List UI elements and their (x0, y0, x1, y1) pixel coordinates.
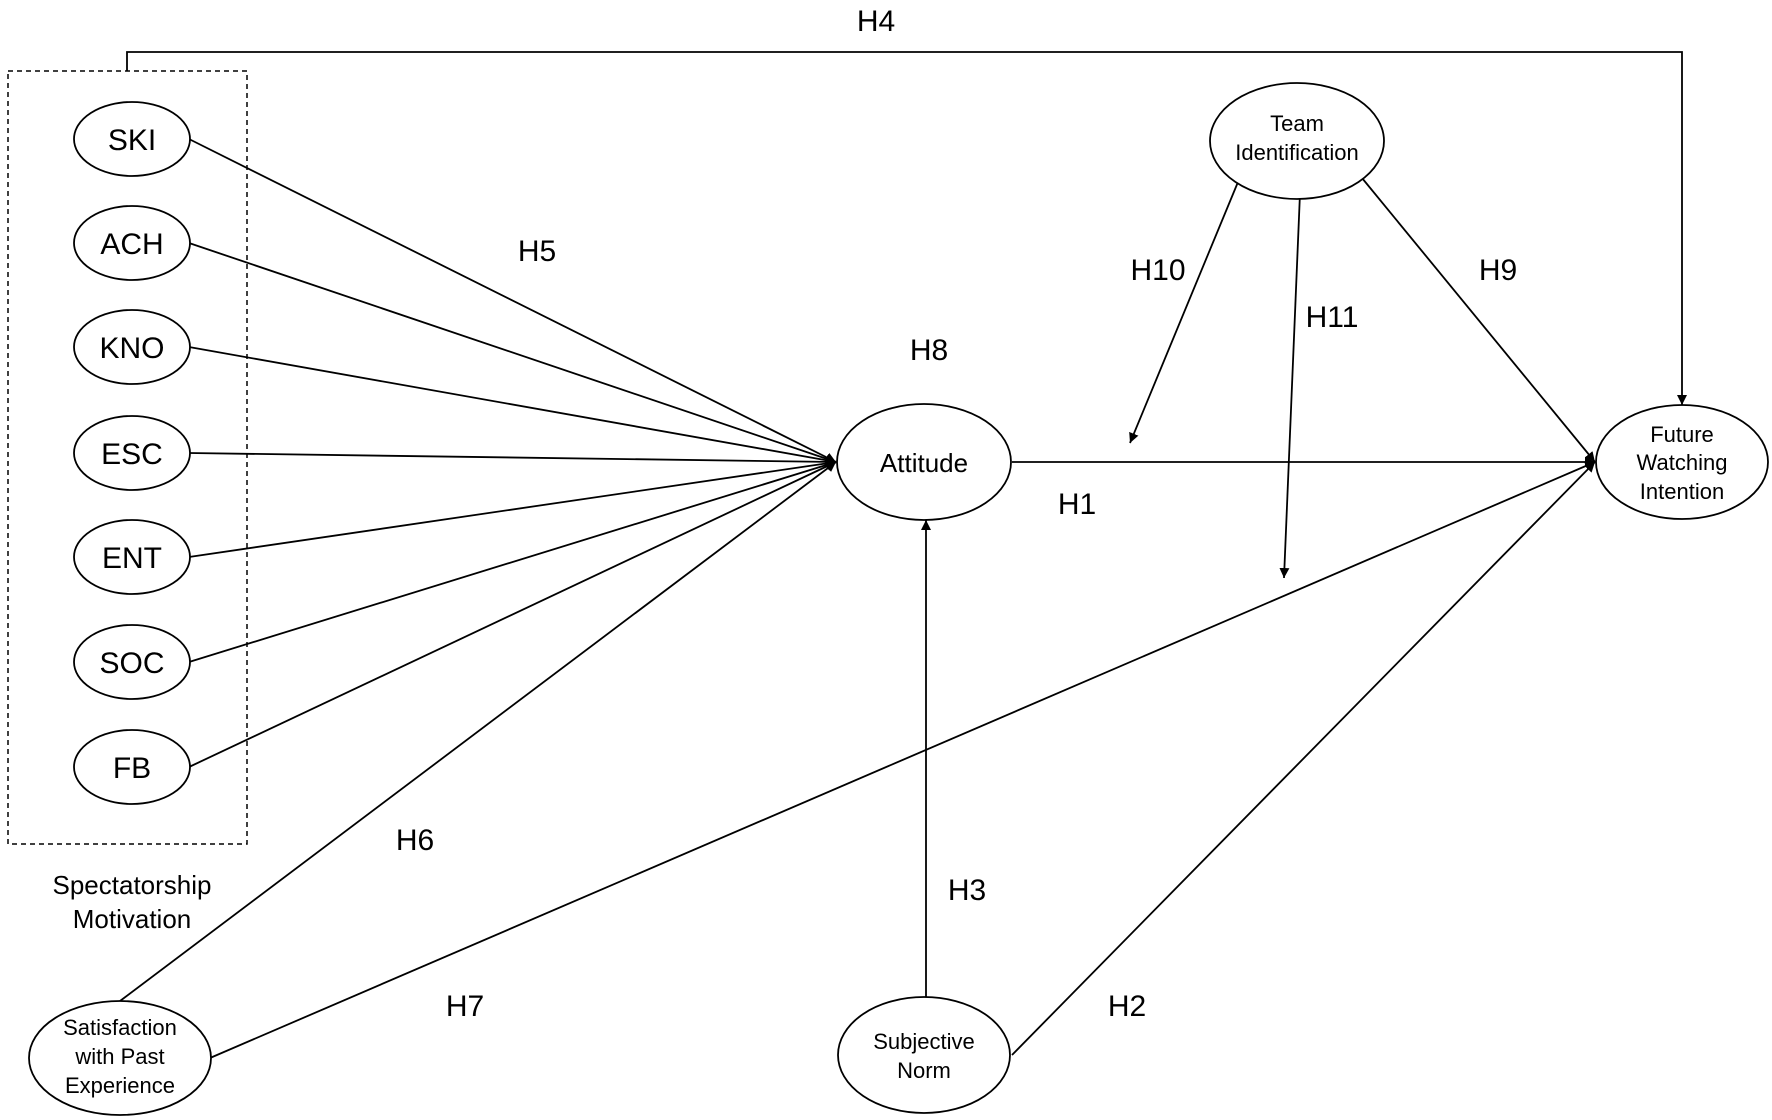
hypothesis-h6: H6 (396, 824, 434, 857)
node-attitude (836, 403, 1012, 521)
edge-satisfaction-attitude (119, 461, 837, 1002)
hypothesis-h7: H7 (446, 990, 484, 1023)
node-future-watching-intention-label-3: Intention (1640, 479, 1724, 504)
node-future-watching-intention-label-2: Watching (1637, 450, 1728, 475)
node-ski-label: SKI (108, 124, 156, 157)
node-ent-label: ENT (102, 542, 162, 575)
hypothesis-h4: H4 (857, 5, 895, 38)
node-satisfaction-label-1: Satisfaction (63, 1015, 177, 1040)
group-label-line2: Motivation (73, 904, 192, 934)
edge-fb-attitude (188, 461, 837, 768)
node-esc (73, 415, 191, 491)
node-esc-label: ESC (101, 438, 163, 471)
edge-norm-intention (1011, 461, 1596, 1056)
node-subjective-norm-label-2: Norm (897, 1058, 951, 1083)
hypothesis-h10: H10 (1130, 254, 1185, 287)
node-team-identification (1209, 82, 1385, 200)
node-fb-label: FB (113, 752, 151, 785)
node-fb (73, 729, 191, 805)
hypothesis-h9: H9 (1479, 254, 1517, 287)
edge-teamid-moderation-h10 (1129, 181, 1239, 444)
node-future-watching-intention-label-1: Future (1650, 422, 1714, 447)
edge-kno-attitude (188, 346, 837, 466)
node-satisfaction-past-experience (28, 1000, 212, 1116)
node-soc-label: SOC (99, 647, 164, 680)
node-soc (73, 624, 191, 700)
hypothesis-h1: H1 (1058, 488, 1096, 521)
edge-ent-attitude (188, 458, 837, 558)
node-ach (73, 205, 191, 281)
group-label-line1: Spectatorship (53, 870, 212, 900)
edge-esc-attitude (188, 452, 837, 467)
edge-teamid-intention (1361, 177, 1596, 463)
edge-motivation-intention (126, 51, 1687, 405)
node-team-identification-label-2: Identification (1235, 140, 1359, 165)
edge-ski-attitude (188, 138, 837, 463)
node-kno-label: KNO (99, 332, 164, 365)
node-attitude-label: Attitude (880, 448, 968, 478)
node-satisfaction-label-3: Experience (65, 1073, 175, 1098)
node-satisfaction-label-2: with Past (74, 1044, 164, 1069)
node-subjective-norm-label-1: Subjective (873, 1029, 975, 1054)
edge-soc-attitude (188, 460, 837, 663)
hypothesis-h3: H3 (948, 874, 986, 907)
node-future-watching-intention (1595, 404, 1769, 520)
edge-satisfaction-intention (209, 461, 1596, 1059)
node-team-identification-label-1: Team (1270, 111, 1324, 136)
node-ski (73, 101, 191, 177)
hypothesis-h11: H11 (1306, 301, 1359, 334)
edge-ach-attitude (188, 242, 837, 464)
edge-teamid-moderation-h11 (1279, 192, 1301, 579)
node-subjective-norm (837, 996, 1011, 1114)
node-ach-label: ACH (100, 228, 163, 261)
node-ent (73, 519, 191, 595)
node-kno (73, 309, 191, 385)
hypothesis-h5: H5 (518, 235, 556, 268)
hypothesis-h2: H2 (1108, 990, 1146, 1023)
hypothesis-h8: H8 (910, 334, 948, 367)
